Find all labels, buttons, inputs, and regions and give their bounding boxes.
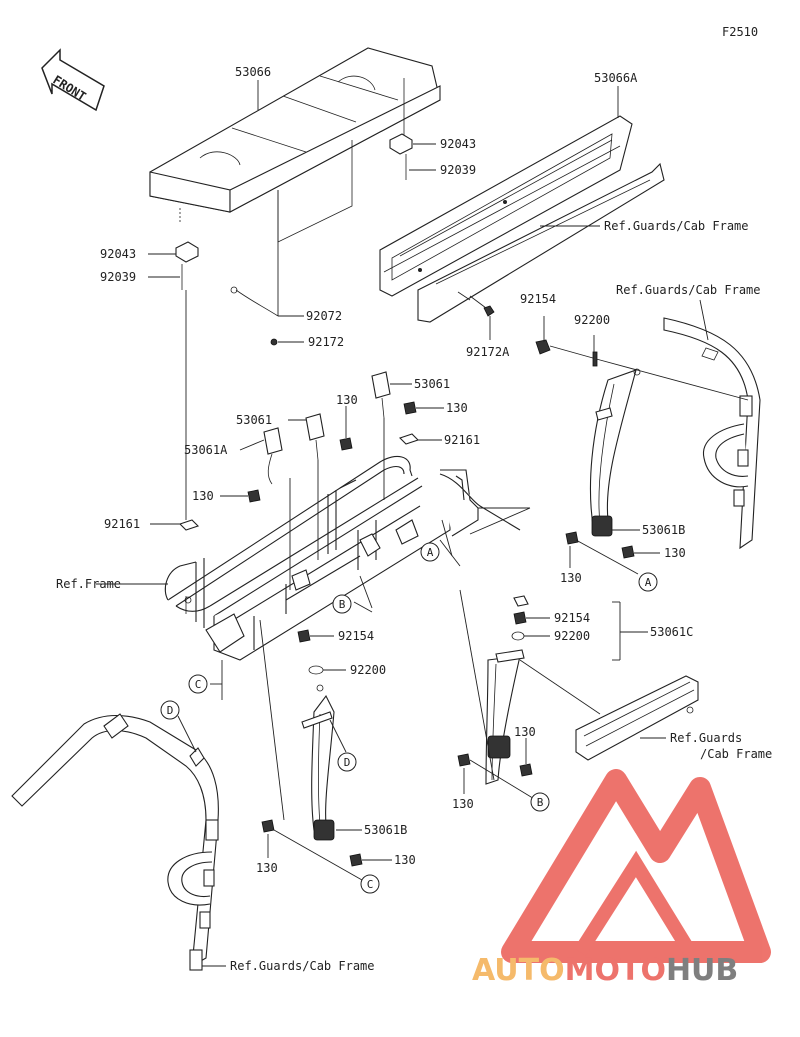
callout-92154-c: 92154 (554, 611, 590, 625)
buckle-left (288, 413, 325, 560)
callout-130-center-top: 130 (446, 401, 468, 415)
marker-leaders (96, 507, 531, 753)
callout-92200-c: 92200 (554, 629, 590, 643)
marker-c-1-label: C (195, 678, 202, 691)
bolts-belt-right (565, 529, 660, 575)
watermark-moto: MOTO (565, 953, 666, 988)
bolt-top-right (535, 316, 749, 401)
svg-text:AUTOMOTOHUB: AUTOMOTOHUB (472, 953, 738, 988)
callout-53061b-right: 53061B (642, 523, 685, 537)
callout-92154-mid: 92154 (338, 629, 374, 643)
callout-92161-center: 92161 (444, 433, 480, 447)
cab-frame-lower-left (11, 713, 226, 971)
callout-53061-center: 53061 (414, 377, 450, 391)
bracket-left (148, 241, 199, 290)
seat-cushion (149, 47, 441, 243)
callout-92172a: 92172A (466, 345, 510, 359)
callout-ref-guards-bottom: Ref.Guards/Cab Frame (230, 959, 375, 973)
watermark-logo: AUTOMOTOHUB (472, 769, 771, 988)
callout-53066: 53066 (235, 65, 271, 79)
callout-ref-guards-lower-2: /Cab Frame (700, 747, 772, 761)
marker-c-2-label: C (367, 878, 374, 891)
callout-ref-guards-top: Ref.Guards/Cab Frame (604, 219, 749, 233)
callout-130-c-left: 130 (452, 797, 474, 811)
callout-53061b-left: 53061B (364, 823, 407, 837)
callout-92039-right: 92039 (440, 163, 476, 177)
cab-frame-top-right (663, 299, 761, 550)
callout-92200-mid: 92200 (350, 663, 386, 677)
buckle-a (239, 427, 291, 590)
callout-130-belt-right-a: 130 (560, 571, 582, 585)
callout-92043-left: 92043 (100, 247, 136, 261)
callout-130-left: 130 (192, 489, 214, 503)
callout-92154-top: 92154 (520, 292, 556, 306)
callout-130-belt-left-a: 130 (256, 861, 278, 875)
callout-53066a: 53066A (594, 71, 638, 85)
callout-ref-guards-right: Ref.Guards/Cab Frame (616, 283, 761, 297)
bolts-lower-center (259, 619, 392, 881)
marker-a-1: A (420, 542, 440, 562)
seat-belt-c (485, 649, 525, 785)
bolts-frame (150, 290, 444, 531)
callout-92200-top: 92200 (574, 313, 610, 327)
buckle-center (371, 371, 412, 500)
callout-53061-left: 53061 (236, 413, 272, 427)
marker-a-1-label: A (427, 546, 434, 559)
callout-92161-left: 92161 (104, 517, 140, 531)
screw-a (469, 295, 495, 340)
marker-a-2: A (638, 572, 658, 592)
callout-ref-guards-lower-1: Ref.Guards (670, 731, 742, 745)
callout-labels: 53066 53066A 92043 92039 Ref.Guards/Cab … (56, 65, 772, 973)
seat-back-bracket (417, 162, 665, 323)
seat-back-panel (379, 115, 633, 297)
callout-92172: 92172 (308, 335, 344, 349)
strap (230, 190, 304, 346)
watermark-auto: AUTO (472, 953, 565, 988)
watermark-hub: HUB (666, 953, 738, 988)
marker-a-2-label: A (645, 576, 652, 589)
bolts-c (457, 589, 648, 801)
marker-d-2: D (337, 752, 357, 772)
figure-code: F2510 (722, 25, 758, 39)
callout-53061a: 53061A (184, 443, 228, 457)
marker-b-2: B (530, 792, 550, 812)
marker-b-1: B (332, 594, 352, 614)
callout-92072: 92072 (306, 309, 342, 323)
marker-c-1: C (188, 674, 208, 694)
callout-92039-left: 92039 (100, 270, 136, 284)
bracket-right (389, 133, 436, 180)
guard-rail-lower-right (519, 659, 699, 761)
marker-d-1: D (160, 700, 180, 720)
callout-130-belt-right-b: 130 (664, 546, 686, 560)
marker-b-1-label: B (339, 598, 346, 611)
callout-92043-right: 92043 (440, 137, 476, 151)
marker-d-2-label: D (344, 756, 351, 769)
seat-belt-right (589, 368, 641, 537)
front-arrow-icon: FRONT (41, 48, 105, 112)
callout-130-c-lower: 130 (514, 725, 536, 739)
callout-ref-frame: Ref.Frame (56, 577, 121, 591)
marker-d-1-label: D (167, 704, 174, 717)
callout-130-center: 130 (336, 393, 358, 407)
marker-b-2-label: B (537, 796, 544, 809)
seat-belt-left (301, 684, 335, 841)
marker-c-2: C (360, 874, 380, 894)
callout-53061c: 53061C (650, 625, 693, 639)
callout-130-belt-left-b: 130 (394, 853, 416, 867)
